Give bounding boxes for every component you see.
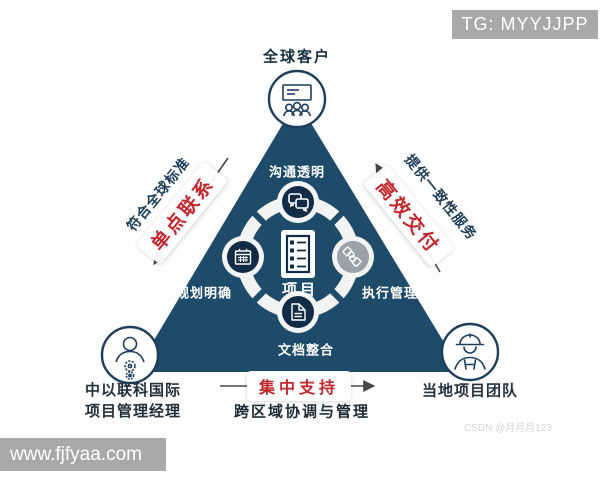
chat-bubbles-icon [277, 181, 319, 223]
ring-label-planning: 规划明确 [175, 285, 233, 301]
manager-gears-icon [100, 325, 160, 385]
manager-label-line1: 中以联科国际 [84, 382, 182, 399]
calendar-icon [222, 236, 264, 278]
ring-gaps [248, 207, 348, 307]
document-icon [277, 291, 319, 333]
ring-label-execution: 执行管理 [361, 285, 419, 301]
presentation-audience-icon [267, 69, 327, 129]
tg-watermark-badge: TG: MYYJJPP [452, 10, 598, 39]
manager-label-line2: 项目管理经理 [84, 403, 182, 420]
handshake-icon [332, 236, 374, 278]
global-customers-label: 全球客户 [262, 48, 332, 66]
ring-center-label: 项目 [281, 281, 319, 299]
checklist-clipboard-icon [281, 230, 315, 278]
csdn-watermark: CSDN @月月月123 [464, 423, 552, 434]
bottom-edge-main-label: 集中支持 [246, 371, 352, 401]
site-watermark-badge: www.fjfyaa.com [0, 438, 166, 471]
manager-label: 中以联科国际 项目管理经理 [85, 380, 181, 422]
ring-label-communication: 沟通透明 [268, 164, 326, 180]
ring-label-documents: 文档整合 [277, 342, 335, 358]
bottom-edge-sub-label: 跨区域协调与管理 [233, 403, 371, 421]
local-team-label: 当地项目团队 [421, 382, 519, 400]
construction-worker-icon [440, 322, 500, 382]
